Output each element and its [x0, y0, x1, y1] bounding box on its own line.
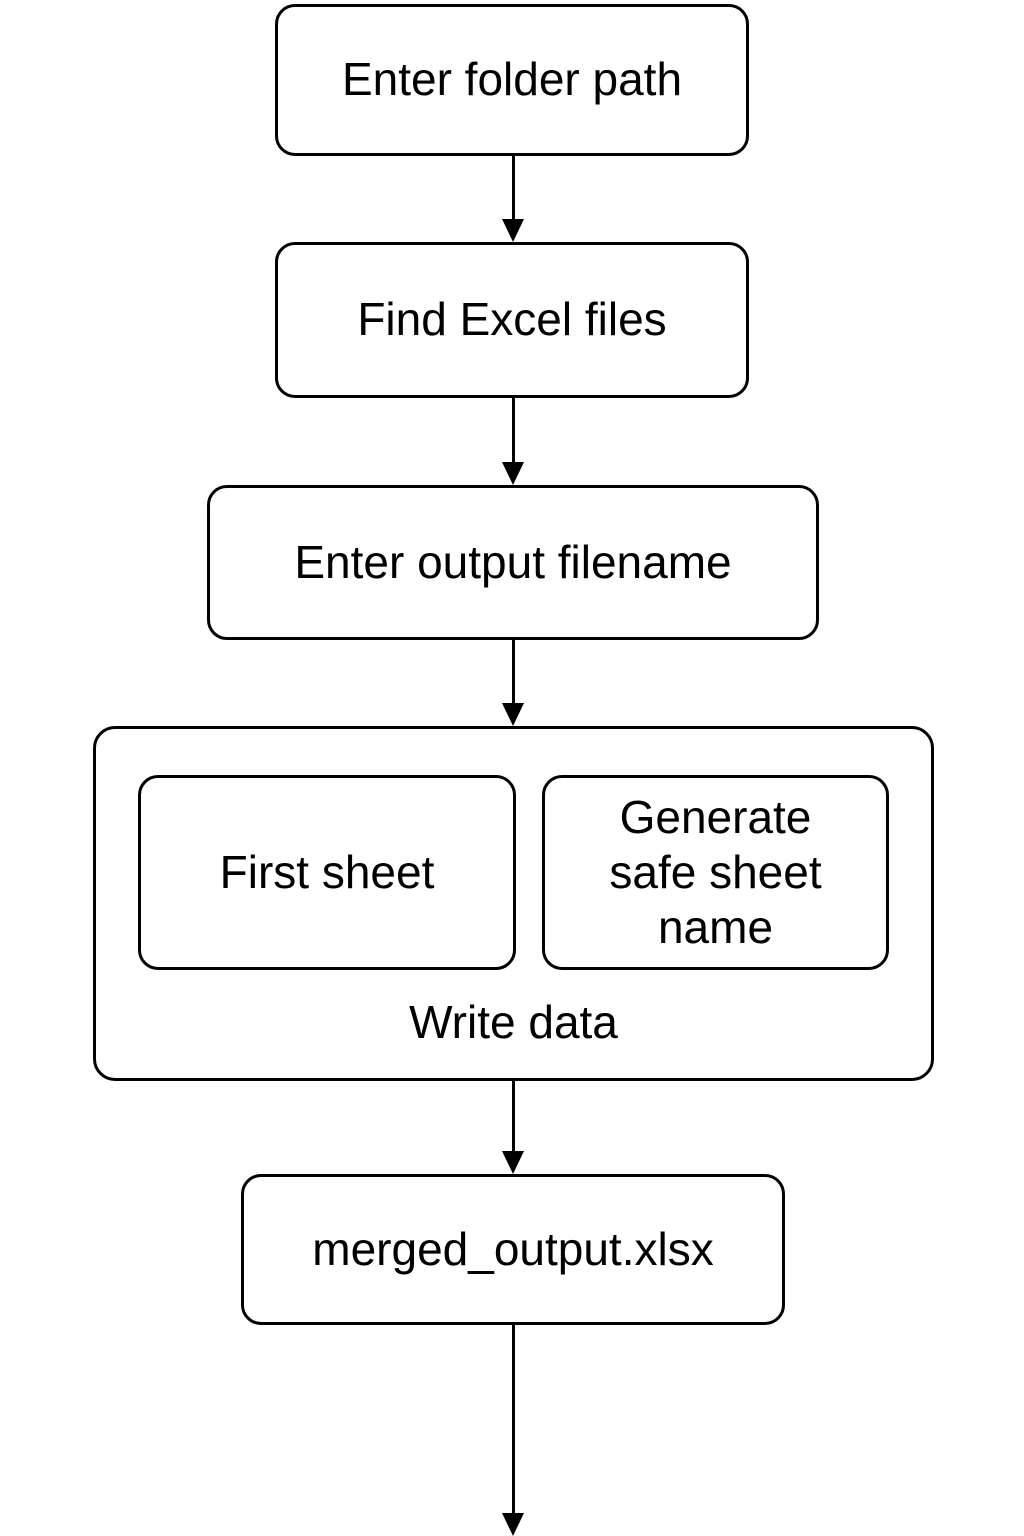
edge-write-data-to-merged-output	[500, 1081, 526, 1174]
arrow-head-icon	[502, 462, 524, 485]
node-merged-output-label: merged_output.xlsx	[312, 1222, 714, 1275]
node-generate-safe-sheet-name: Generate safe sheet name	[542, 775, 889, 970]
node-merged-output: merged_output.xlsx	[241, 1174, 785, 1325]
arrow-line	[511, 640, 515, 704]
node-enter-folder-path: Enter folder path	[275, 4, 749, 156]
arrow-head-icon	[502, 1513, 524, 1536]
edge-enter-folder-path-to-find-excel-files	[500, 156, 526, 242]
edge-enter-output-filename-to-write-data	[500, 640, 526, 726]
group-write-data-label: Write data	[409, 996, 618, 1048]
edge-merged-output-to-offscreen	[500, 1325, 526, 1536]
arrow-line	[511, 1081, 515, 1152]
node-first-sheet: First sheet	[138, 775, 516, 970]
arrow-head-icon	[502, 219, 524, 242]
node-find-excel-files: Find Excel files	[275, 242, 749, 398]
arrow-line	[511, 156, 515, 220]
group-write-data: First sheet Generate safe sheet name Wri…	[93, 726, 934, 1081]
arrow-head-icon	[502, 703, 524, 726]
node-find-excel-files-label: Find Excel files	[357, 293, 667, 346]
arrow-head-icon	[502, 1151, 524, 1174]
arrow-line	[511, 1325, 515, 1514]
edge-find-excel-files-to-enter-output-filename	[500, 398, 526, 485]
node-first-sheet-label: First sheet	[219, 845, 435, 898]
node-enter-folder-path-label: Enter folder path	[341, 53, 683, 106]
node-generate-safe-sheet-name-label: Generate safe sheet name	[609, 790, 822, 954]
arrow-line	[511, 398, 515, 463]
node-enter-output-filename-label: Enter output filename	[294, 535, 732, 588]
node-enter-output-filename: Enter output filename	[207, 485, 819, 640]
